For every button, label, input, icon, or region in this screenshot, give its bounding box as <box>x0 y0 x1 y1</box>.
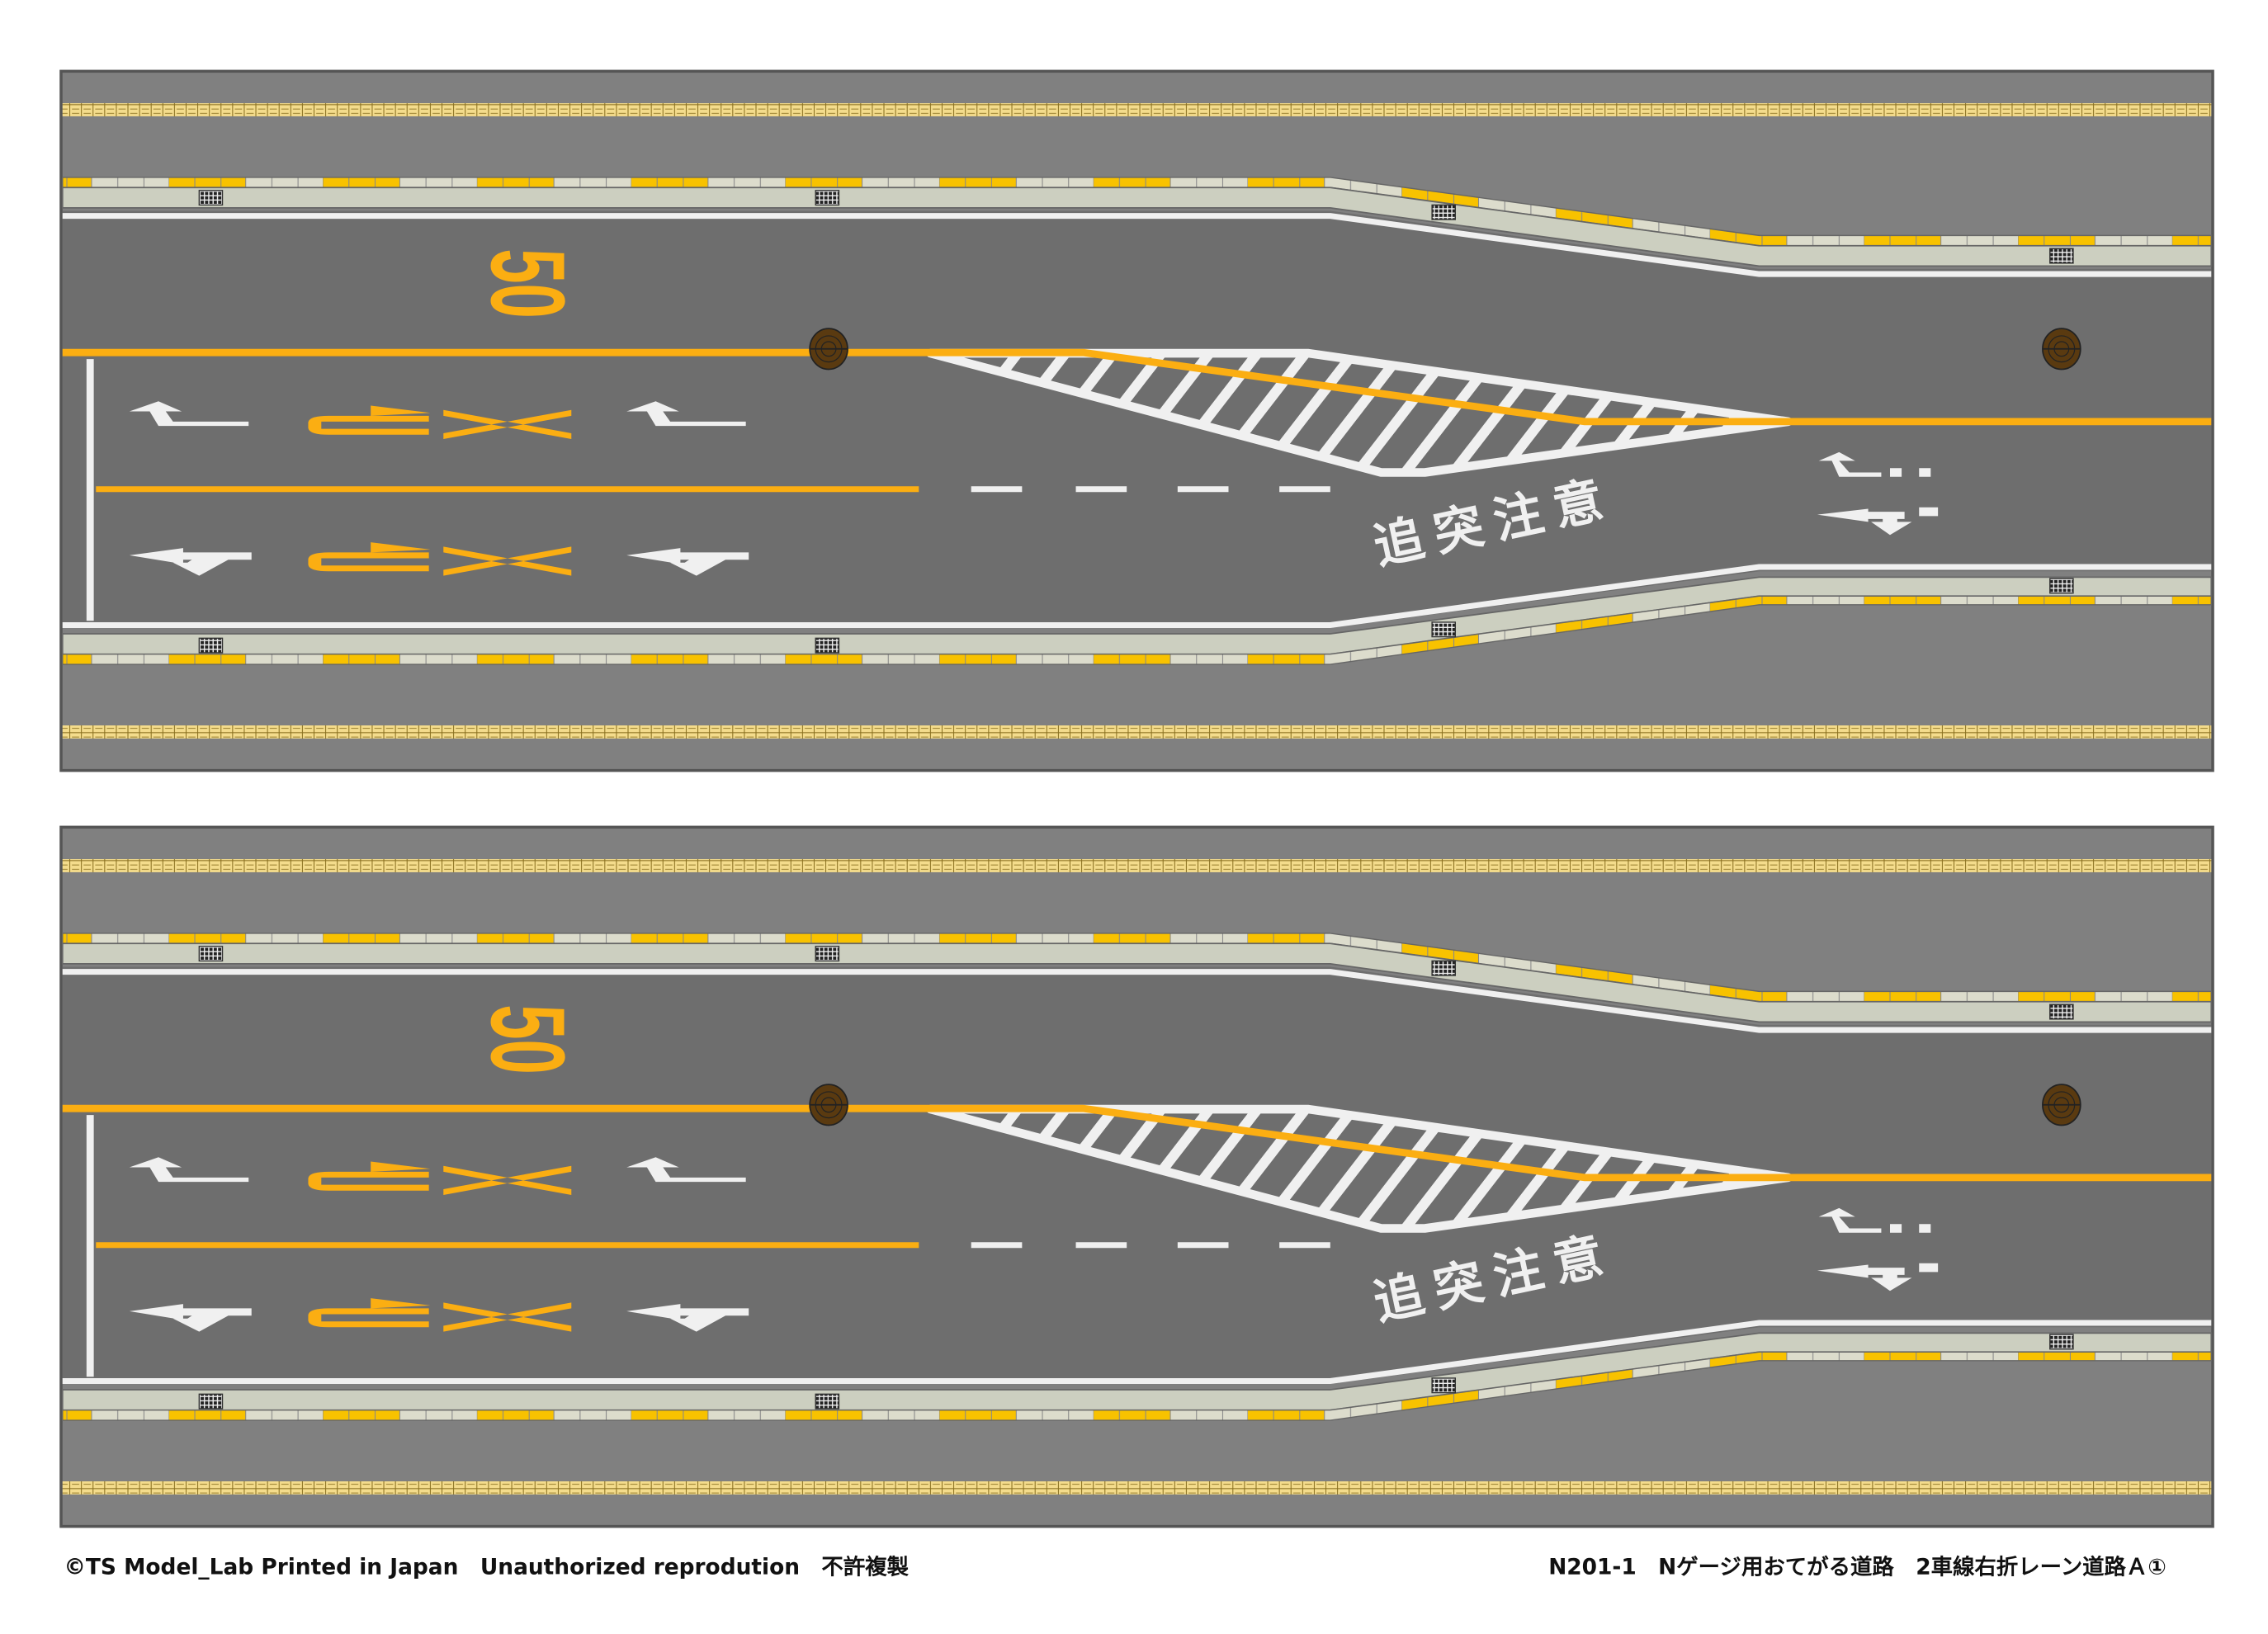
left-turn-arrow-icon <box>129 401 249 427</box>
curb-tiles-bottom <box>62 1351 2213 1421</box>
arrow-dots <box>1890 1224 1939 1273</box>
drain-grate-icon <box>815 946 840 962</box>
curb-tiles-bottom <box>62 595 2213 665</box>
left-turn-arrow-icon <box>129 1157 249 1183</box>
edge-line-bottom <box>62 564 2212 628</box>
tactile-strip-bottom <box>62 1481 2212 1495</box>
straight-right-arrow-icon <box>1817 1264 1912 1292</box>
tactile-strip-top <box>62 859 2212 872</box>
zebra-outline <box>926 1104 1793 1233</box>
left-turn-arrow-icon <box>1818 1207 1882 1233</box>
left-turn-arrow-icon <box>626 401 746 427</box>
cross-marking-icon <box>443 1302 572 1332</box>
drain-grate-icon <box>2049 248 2074 264</box>
straight-right-arrow-icon <box>626 1304 749 1332</box>
edge-line-bottom <box>62 1320 2212 1384</box>
manhole-icon <box>809 1084 848 1126</box>
sidewalk-top <box>61 187 2213 267</box>
manhole-icon <box>809 328 848 371</box>
drain-grate-icon <box>1431 204 1457 220</box>
manhole-icon <box>2042 1084 2081 1126</box>
drain-grate-icon <box>1431 960 1457 976</box>
cross-marking-icon <box>443 546 572 576</box>
straight-right-arrow-icon <box>1817 508 1912 536</box>
asphalt <box>62 966 2212 1384</box>
drain-grate-icon <box>2049 1004 2074 1020</box>
left-turn-arrow-icon <box>626 1157 746 1183</box>
zebra-outline <box>926 348 1793 477</box>
speed-limit-marking: 50 <box>468 1004 585 1074</box>
cross-marking-icon <box>443 409 572 439</box>
edge-line-top <box>62 213 2212 277</box>
speed-limit-marking: 50 <box>468 248 585 319</box>
no-uturn-marking-icon <box>308 1161 431 1191</box>
drain-grate-icon <box>1431 1377 1457 1394</box>
drain-grate-icon <box>1431 621 1457 638</box>
tactile-strip-top <box>62 103 2212 116</box>
drain-grate-icon <box>198 190 224 206</box>
left-turn-arrow-icon <box>1818 451 1882 477</box>
sidewalk-top <box>61 942 2213 1023</box>
footer-product-title: N201-1 Nゲージ用おてがる道路 2車線右折レーン道路Ａ① <box>1548 1555 2166 1580</box>
arrow-dots <box>1890 468 1939 517</box>
asphalt <box>62 210 2212 628</box>
drain-grate-icon <box>815 1393 840 1410</box>
no-uturn-marking-icon <box>308 542 431 572</box>
straight-right-arrow-icon <box>129 1304 252 1332</box>
straight-right-arrow-icon <box>129 548 252 576</box>
tactile-strip-bottom <box>62 725 2212 739</box>
drain-grate-icon <box>2049 578 2074 594</box>
drain-grate-icon <box>198 946 224 962</box>
drain-grate-icon <box>815 190 840 206</box>
drain-grate-icon <box>198 1393 224 1410</box>
center-line-yellow <box>62 348 2212 426</box>
footer-copyright: ©TS Model_Lab Printed in Japan Unauthori… <box>64 1555 910 1580</box>
drain-grate-icon <box>2049 1334 2074 1350</box>
manhole-icon <box>2042 328 2081 371</box>
center-line-yellow <box>62 1104 2212 1182</box>
cross-marking-icon <box>443 1165 572 1195</box>
straight-right-arrow-icon <box>626 548 749 576</box>
drain-grate-icon <box>815 637 840 654</box>
no-uturn-marking-icon <box>308 405 431 435</box>
no-uturn-marking-icon <box>308 1298 431 1328</box>
drain-grate-icon <box>198 637 224 654</box>
edge-line-top <box>62 969 2212 1033</box>
